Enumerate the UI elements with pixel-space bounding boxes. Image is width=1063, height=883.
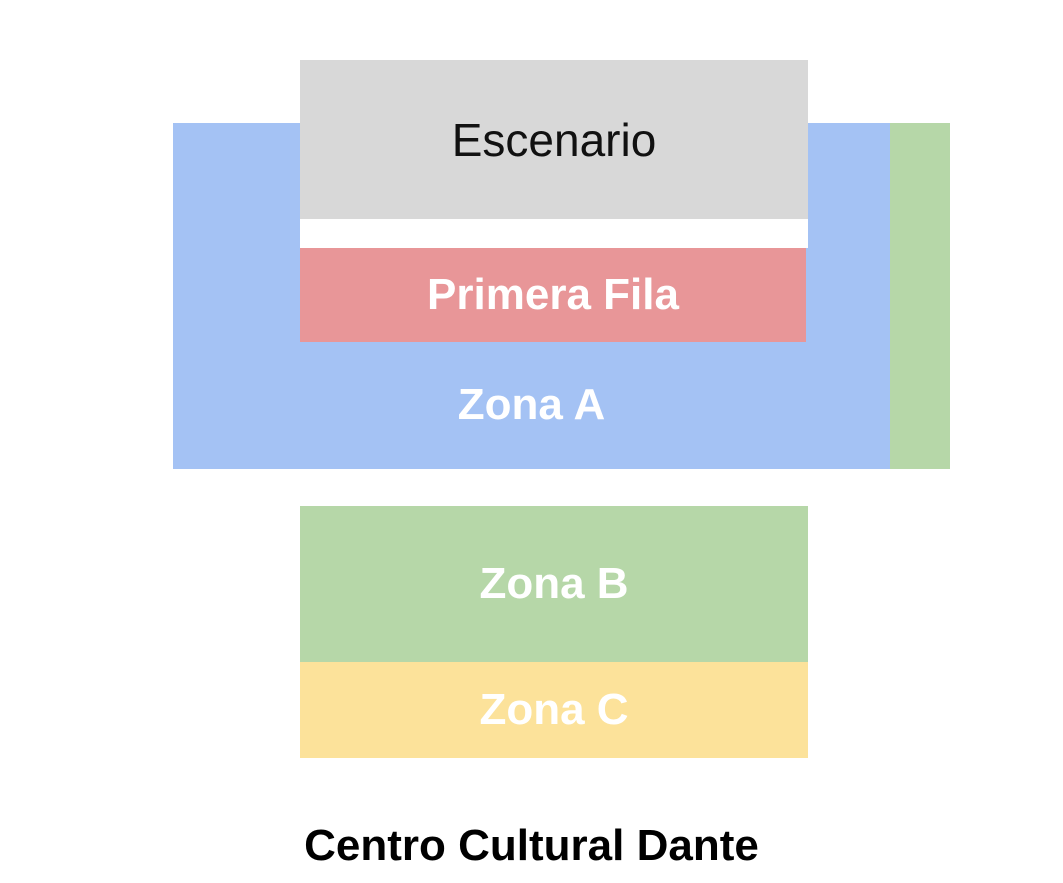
zone-b-label: Zona B: [479, 559, 629, 608]
zone-a-label: Zona A: [457, 380, 606, 429]
zone-c-label: Zona C: [479, 685, 629, 734]
stage-area: Escenario: [300, 60, 808, 219]
stage-label: Escenario: [451, 113, 657, 166]
venue-title: Centro Cultural Dante: [304, 821, 759, 870]
side-zone-section[interactable]: [890, 123, 950, 469]
primera-fila-section[interactable]: Primera Fila: [300, 248, 806, 342]
zone-b-section[interactable]: Zona B: [300, 506, 808, 662]
zone-c-section[interactable]: Zona C: [300, 662, 808, 758]
primera-fila-label: Primera Fila: [427, 270, 679, 319]
